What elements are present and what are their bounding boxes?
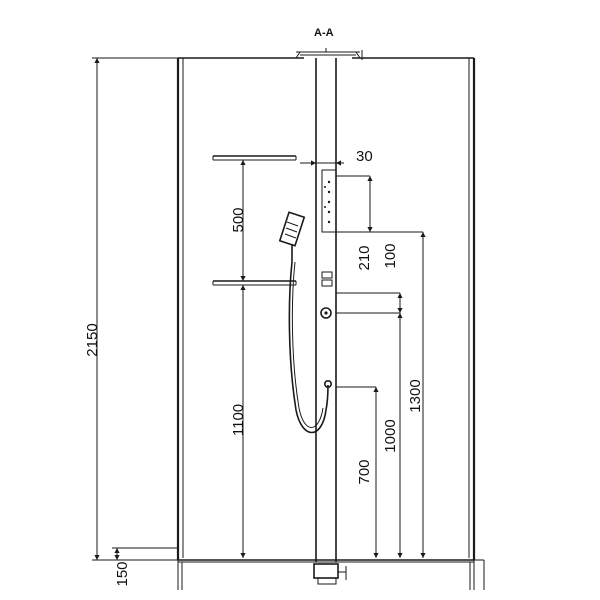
body-jet-block: [321, 169, 337, 233]
shower-hose: [288, 261, 329, 434]
lower-shelf-line-arrow: [240, 553, 246, 558]
control-offset-line-arrow: [397, 293, 403, 298]
section-title: A-A: [314, 27, 334, 39]
dim-overall-height: 2150: [84, 323, 101, 356]
top-jet-drop-line-arrow: [367, 176, 373, 181]
mixer-knob: [320, 307, 332, 319]
dim-shelf-spacing: 500: [230, 207, 247, 232]
shower-tray: [177, 559, 485, 590]
overhead-fitting: [295, 48, 363, 60]
hose-outlet-line-arrow: [373, 553, 379, 558]
diverter-height-line-arrow: [397, 313, 403, 318]
dim-diverter-height: 1000: [382, 419, 399, 452]
overall-height-line-arrow: [94, 58, 100, 63]
shelf-spacing-line-arrow: [240, 160, 246, 165]
dim-control-height: 1300: [407, 379, 424, 412]
diverter-height-line-arrow: [397, 553, 403, 558]
shower-column-panel: [315, 58, 337, 562]
tray-height-line-arrow: [114, 548, 120, 553]
dim-tray-height: 150: [114, 561, 131, 586]
control-offset-line-arrow: [397, 308, 403, 313]
dimension-lines: [94, 58, 426, 560]
control-buttons: [321, 271, 333, 287]
hose-outlet-line-arrow: [373, 387, 379, 392]
upper-shelf: [212, 155, 297, 161]
panel-thickness-line-arrow: [336, 160, 341, 166]
drain-trap: [313, 563, 347, 585]
overall-height-line-arrow: [94, 555, 100, 560]
dim-panel-thickness: 30: [356, 148, 373, 165]
shelf-spacing-line-arrow: [240, 276, 246, 281]
dim-top-jet-drop: 210: [356, 245, 373, 270]
dim-control-offset: 100: [382, 243, 399, 268]
panel-thickness-line-arrow: [311, 160, 316, 166]
control-height-line-arrow: [420, 553, 426, 558]
cabin-outline: [176, 57, 476, 560]
control-height-line-arrow: [420, 232, 426, 237]
dim-hose-outlet-height: 700: [356, 459, 373, 484]
lower-shelf-line-arrow: [240, 285, 246, 290]
lower-shelf: [212, 280, 297, 286]
extension-lines: [92, 57, 423, 561]
top-jet-drop-line-arrow: [367, 227, 373, 232]
hand-shower-head: [278, 211, 306, 262]
hose-outlet: [323, 379, 332, 388]
tray-height-line-arrow: [114, 555, 120, 560]
dim-lower-shelf-height: 1100: [230, 404, 247, 436]
